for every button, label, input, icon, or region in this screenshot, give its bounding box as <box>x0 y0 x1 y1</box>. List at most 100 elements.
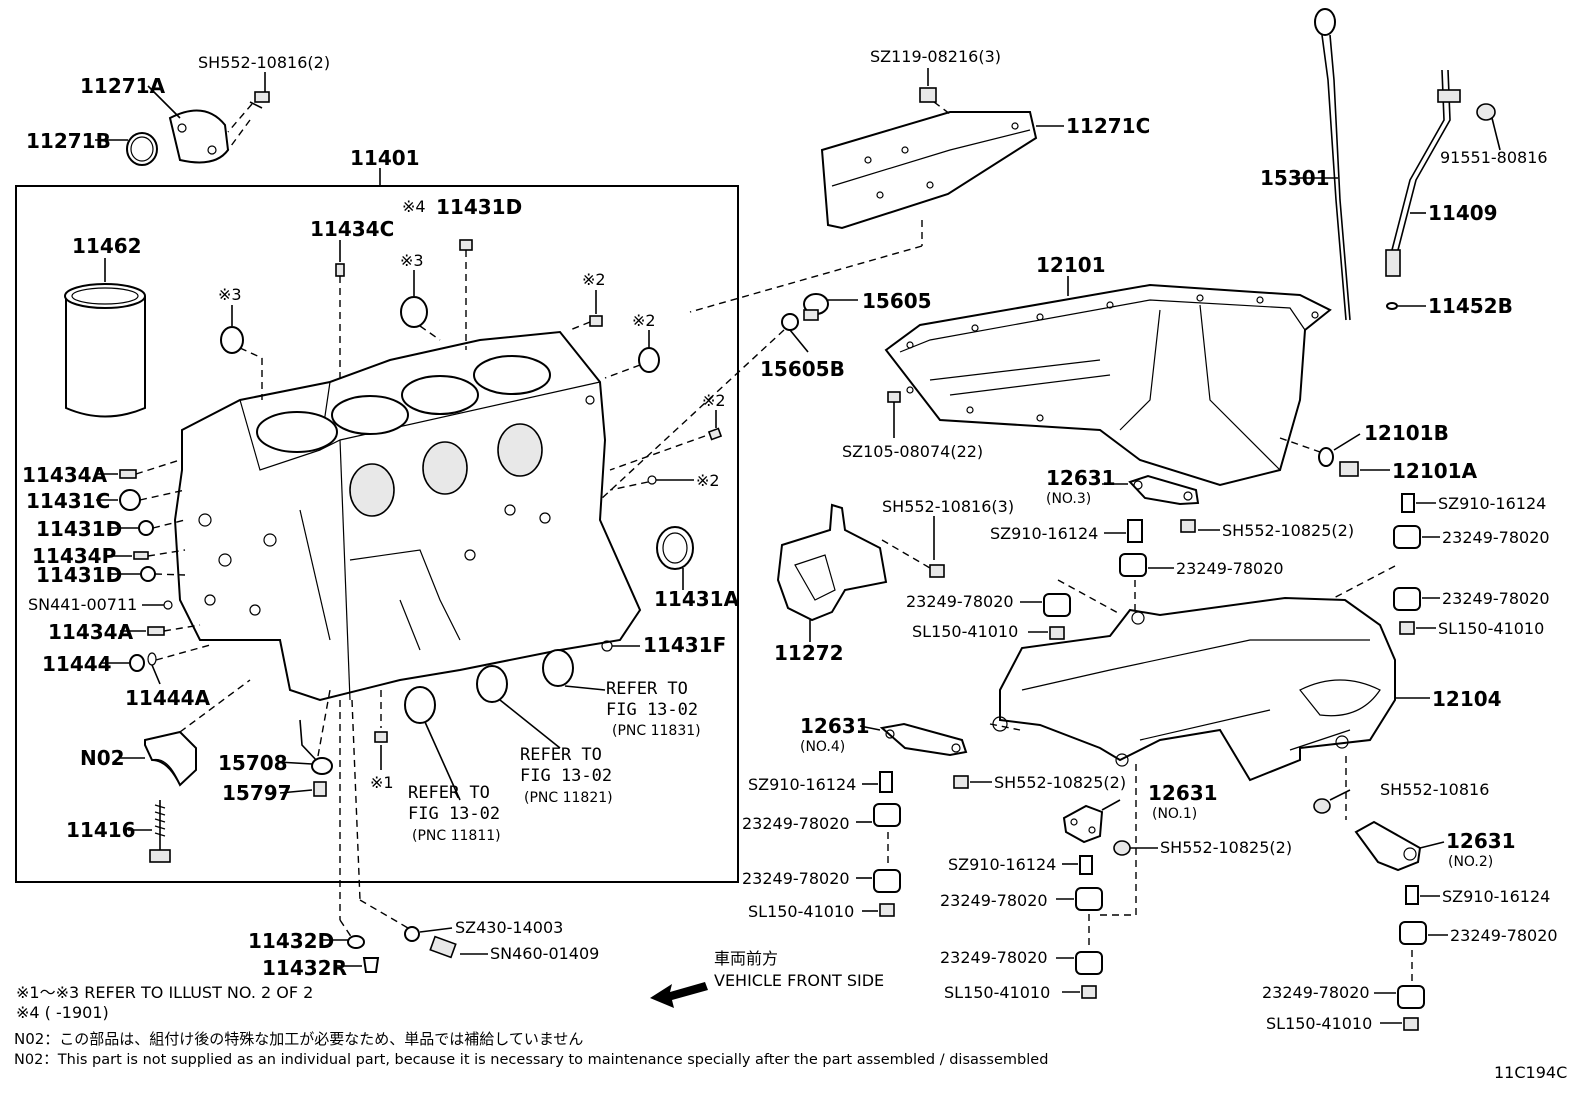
label-mark3-a: ※3 <box>218 285 242 304</box>
pin-mark2-c <box>707 427 723 441</box>
label-11409: 11409 <box>1428 201 1498 225</box>
cushion-23249-i <box>1399 921 1427 945</box>
vehicle-front-arrow <box>650 982 708 1008</box>
label-11431D-b: 11431D <box>36 563 122 587</box>
footnote-line-3: N02：この部品は、組付け後の特殊な加工が必要なため、単品では補給していません <box>14 1030 583 1048</box>
label-sh552-10825-2-a: SH552-10825(2) <box>1222 521 1354 540</box>
plug-11444 <box>129 654 145 672</box>
plug-11434A-b <box>147 626 165 636</box>
label-sz119-08216-3: SZ119-08216(3) <box>870 47 1001 66</box>
o-ring-11452B <box>1386 302 1398 310</box>
bolt-sz119 <box>919 87 937 103</box>
oil-pan-12104 <box>992 596 1396 782</box>
label-23249-78020-g: 23249-78020 <box>940 891 1048 910</box>
label-mark2-b: ※2 <box>632 311 656 330</box>
label-11431A: 11431A <box>654 587 740 611</box>
plug-mark3-b <box>400 296 428 328</box>
collar-sz910-a <box>1127 519 1143 543</box>
dipstick-guide-11409 <box>1385 69 1461 277</box>
collar-sz910-d <box>1079 855 1093 875</box>
cushion-23249-d <box>1393 587 1421 611</box>
plug-11434A-a <box>119 469 137 479</box>
label-sl150-41010-e: SL150-41010 <box>1266 1014 1372 1033</box>
dipstick-15301 <box>1314 8 1351 321</box>
label-sz910-16124-d: SZ910-16124 <box>948 855 1056 874</box>
footnote-line-1: ※1～※3 REFER TO ILLUST NO. 2 OF 2 <box>16 983 313 1002</box>
label-sh552-10825-2-c: SH552-10825(2) <box>1160 838 1292 857</box>
label-sl150-41010-a: SL150-41010 <box>912 622 1018 641</box>
collar-sz910-b <box>1401 493 1415 513</box>
bracket-12631-no4 <box>879 722 968 757</box>
label-N02: N02 <box>80 746 125 770</box>
label-sh552-10816: SH552-10816 <box>1380 780 1489 799</box>
label-sl150-41010-d: SL150-41010 <box>944 983 1050 1002</box>
plug-mark2-d <box>647 475 657 485</box>
label-15605B: 15605B <box>760 357 845 381</box>
label-mark2-c: ※2 <box>702 391 726 410</box>
label-no4: (NO.4) <box>800 739 845 755</box>
relief-valve-15605 <box>803 293 829 321</box>
nut-sl150-e <box>1403 1017 1419 1031</box>
bolt-sh552-10816-single <box>1313 798 1331 814</box>
label-12101B: 12101B <box>1364 421 1449 445</box>
label-11432D: 11432D <box>248 929 334 953</box>
bearing-pnc-11831 <box>542 649 574 687</box>
cover-11271C <box>820 111 1038 230</box>
label-11431F: 11431F <box>643 633 726 657</box>
label-11271B: 11271B <box>26 129 111 153</box>
label-12101: 12101 <box>1036 253 1106 277</box>
plug-mark2-b <box>638 347 660 373</box>
label-mark1: ※1 <box>370 773 394 792</box>
label-mark2-d: ※2 <box>696 471 720 490</box>
bracket-12631-no1 <box>1062 804 1104 844</box>
nut-sl150-c <box>879 903 895 917</box>
ref-11831-line3: (PNC 11831) <box>612 723 701 739</box>
label-12631-no3: 12631 <box>1046 466 1116 490</box>
cover-plate-11271A <box>168 109 230 164</box>
label-11271C: 11271C <box>1066 114 1150 138</box>
label-12631-no2: 12631 <box>1446 829 1516 853</box>
label-11416: 11416 <box>66 818 136 842</box>
cushion-23249-h <box>1075 951 1103 975</box>
nut-sl150-d <box>1081 985 1097 999</box>
cushion-23249-e <box>873 803 901 827</box>
label-sh552-10825-2-b: SH552-10825(2) <box>994 773 1126 792</box>
cushion-23249-b <box>1043 593 1071 617</box>
label-11272: 11272 <box>774 641 844 665</box>
plug-11431D-a <box>138 520 154 536</box>
label-sz910-16124-b: SZ910-16124 <box>1438 494 1546 513</box>
label-11271A: 11271A <box>80 74 166 98</box>
label-11431D-a: 11431D <box>36 517 122 541</box>
footnote-line-4: N02：This part is not supplied as an indi… <box>14 1052 1048 1068</box>
bolt-15797 <box>313 781 327 797</box>
nut-sl150-a <box>1049 626 1065 640</box>
label-23249-78020-b: 23249-78020 <box>906 592 1014 611</box>
plug-11432D <box>347 935 365 949</box>
label-11434C: 11434C <box>310 217 394 241</box>
label-12101A: 12101A <box>1392 459 1478 483</box>
gasket-12101B <box>1318 447 1334 467</box>
bolt-sh552-10816-3 <box>929 564 945 578</box>
plug-sn441 <box>163 600 173 610</box>
label-23249-78020-d: 23249-78020 <box>1442 589 1550 608</box>
figure-id: 11C194C <box>1494 1063 1567 1082</box>
label-11401: 11401 <box>350 146 420 170</box>
ref-11821-line1: REFER TO <box>520 745 602 765</box>
label-11431C: 11431C <box>26 489 110 513</box>
label-23249-78020-j: 23249-78020 <box>1262 983 1370 1002</box>
oil-jet-15708 <box>299 719 333 775</box>
plug-11432R <box>362 957 380 973</box>
label-11462: 11462 <box>72 234 142 258</box>
label-15708: 15708 <box>218 751 288 775</box>
footnote-line-2: ※4 ( -1901) <box>16 1003 109 1022</box>
label-15301: 15301 <box>1260 166 1330 190</box>
ref-11831-line2: FIG 13-02 <box>606 700 698 720</box>
cushion-23249-a <box>1119 553 1147 577</box>
label-vehicle-front-en: VEHICLE FRONT SIDE <box>714 971 884 990</box>
label-11434P: 11434P <box>32 544 116 568</box>
ref-11811-line1: REFER TO <box>408 783 490 803</box>
bolt-sh552-10816-a <box>249 91 270 109</box>
drain-plug-12101A <box>1339 461 1359 477</box>
plug-11444A <box>147 652 157 666</box>
label-91551-80816: 91551-80816 <box>1440 148 1548 167</box>
